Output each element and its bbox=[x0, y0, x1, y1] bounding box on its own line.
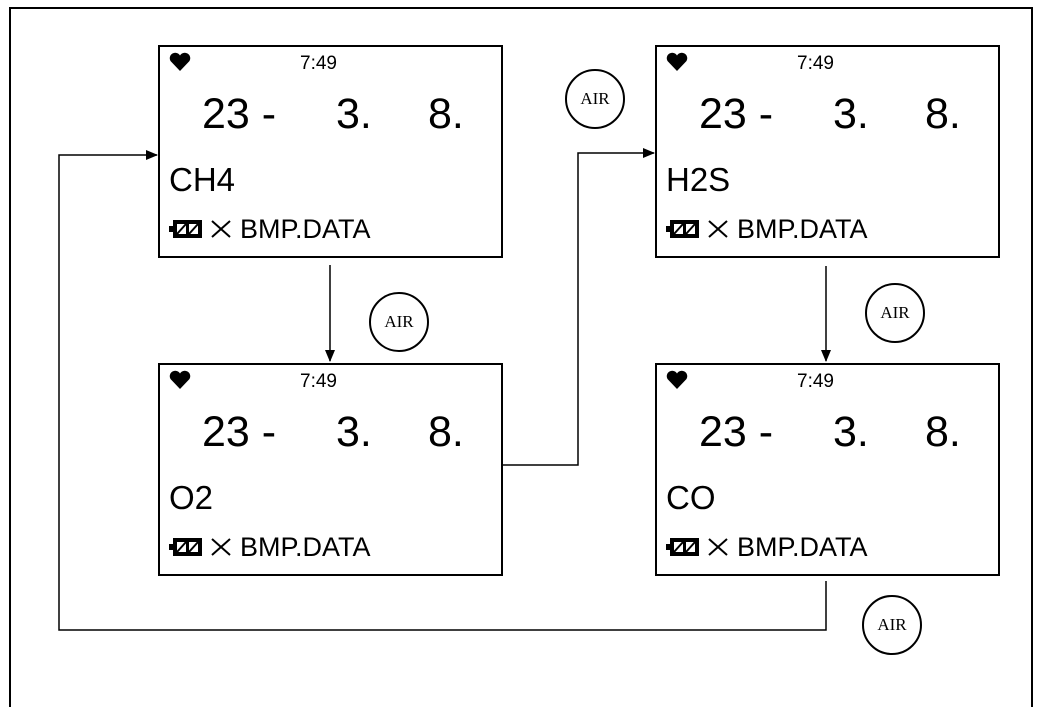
screen-co: 7:49 23 - 3. 8. CO BMP.DATA bbox=[655, 363, 1000, 576]
battery-icon bbox=[169, 220, 202, 238]
date-day: 23 - bbox=[202, 408, 277, 456]
clock-time: 7:49 bbox=[300, 371, 337, 392]
date-year: 8. bbox=[925, 408, 961, 456]
status-text: BMP.DATA bbox=[737, 213, 868, 244]
screen-ch4: 7:49 23 - 3. 8. CH4 BMP.DATA bbox=[158, 45, 503, 258]
air-button-o2-to-h2s[interactable]: AIR bbox=[565, 69, 625, 129]
heart-icon bbox=[666, 52, 688, 71]
gas-label: O2 bbox=[169, 479, 214, 516]
date-day: 23 - bbox=[202, 90, 277, 138]
gas-label: CO bbox=[666, 479, 716, 516]
date-day: 23 - bbox=[699, 408, 774, 456]
date-year: 8. bbox=[428, 408, 464, 456]
status-bar: BMP.DATA bbox=[666, 531, 868, 563]
clock-time: 7:49 bbox=[797, 371, 834, 392]
heart-icon bbox=[169, 370, 191, 389]
heart-icon bbox=[169, 52, 191, 71]
screen-h2s: 7:49 23 - 3. 8. H2S BMP.DATA bbox=[655, 45, 1000, 258]
date-month: 3. bbox=[833, 90, 869, 138]
date-month: 3. bbox=[336, 90, 372, 138]
date-month: 3. bbox=[336, 408, 372, 456]
arrow-o2-to-h2s bbox=[503, 148, 655, 466]
battery-icon bbox=[666, 538, 699, 556]
status-bar: BMP.DATA bbox=[169, 213, 371, 245]
air-button-co-to-ch4[interactable]: AIR bbox=[862, 595, 922, 655]
date-year: 8. bbox=[428, 90, 464, 138]
battery-icon bbox=[666, 220, 699, 238]
flow-arrows bbox=[58, 148, 831, 631]
status-bar: BMP.DATA bbox=[169, 531, 371, 563]
air-button-ch4-to-o2[interactable]: AIR bbox=[369, 292, 429, 352]
date-day: 23 - bbox=[699, 90, 774, 138]
cross-icon bbox=[211, 538, 231, 556]
air-button-h2s-to-co[interactable]: AIR bbox=[865, 283, 925, 343]
gas-label: CH4 bbox=[169, 161, 236, 198]
cross-icon bbox=[708, 538, 728, 556]
date-year: 8. bbox=[925, 90, 961, 138]
screen-o2: 7:49 23 - 3. 8. O2 BMP.DATA bbox=[158, 363, 503, 576]
gas-label: H2S bbox=[666, 161, 731, 198]
status-text: BMP.DATA bbox=[240, 213, 371, 244]
clock-time: 7:49 bbox=[797, 53, 834, 74]
arrow-co-to-ch4 bbox=[58, 150, 827, 631]
cross-icon bbox=[211, 220, 231, 238]
clock-time: 7:49 bbox=[300, 53, 337, 74]
battery-icon bbox=[169, 538, 202, 556]
status-bar: BMP.DATA bbox=[666, 213, 868, 245]
status-text: BMP.DATA bbox=[737, 531, 868, 562]
cross-icon bbox=[708, 220, 728, 238]
heart-icon bbox=[666, 370, 688, 389]
status-text: BMP.DATA bbox=[240, 531, 371, 562]
diagram-frame bbox=[9, 7, 1033, 707]
date-month: 3. bbox=[833, 408, 869, 456]
